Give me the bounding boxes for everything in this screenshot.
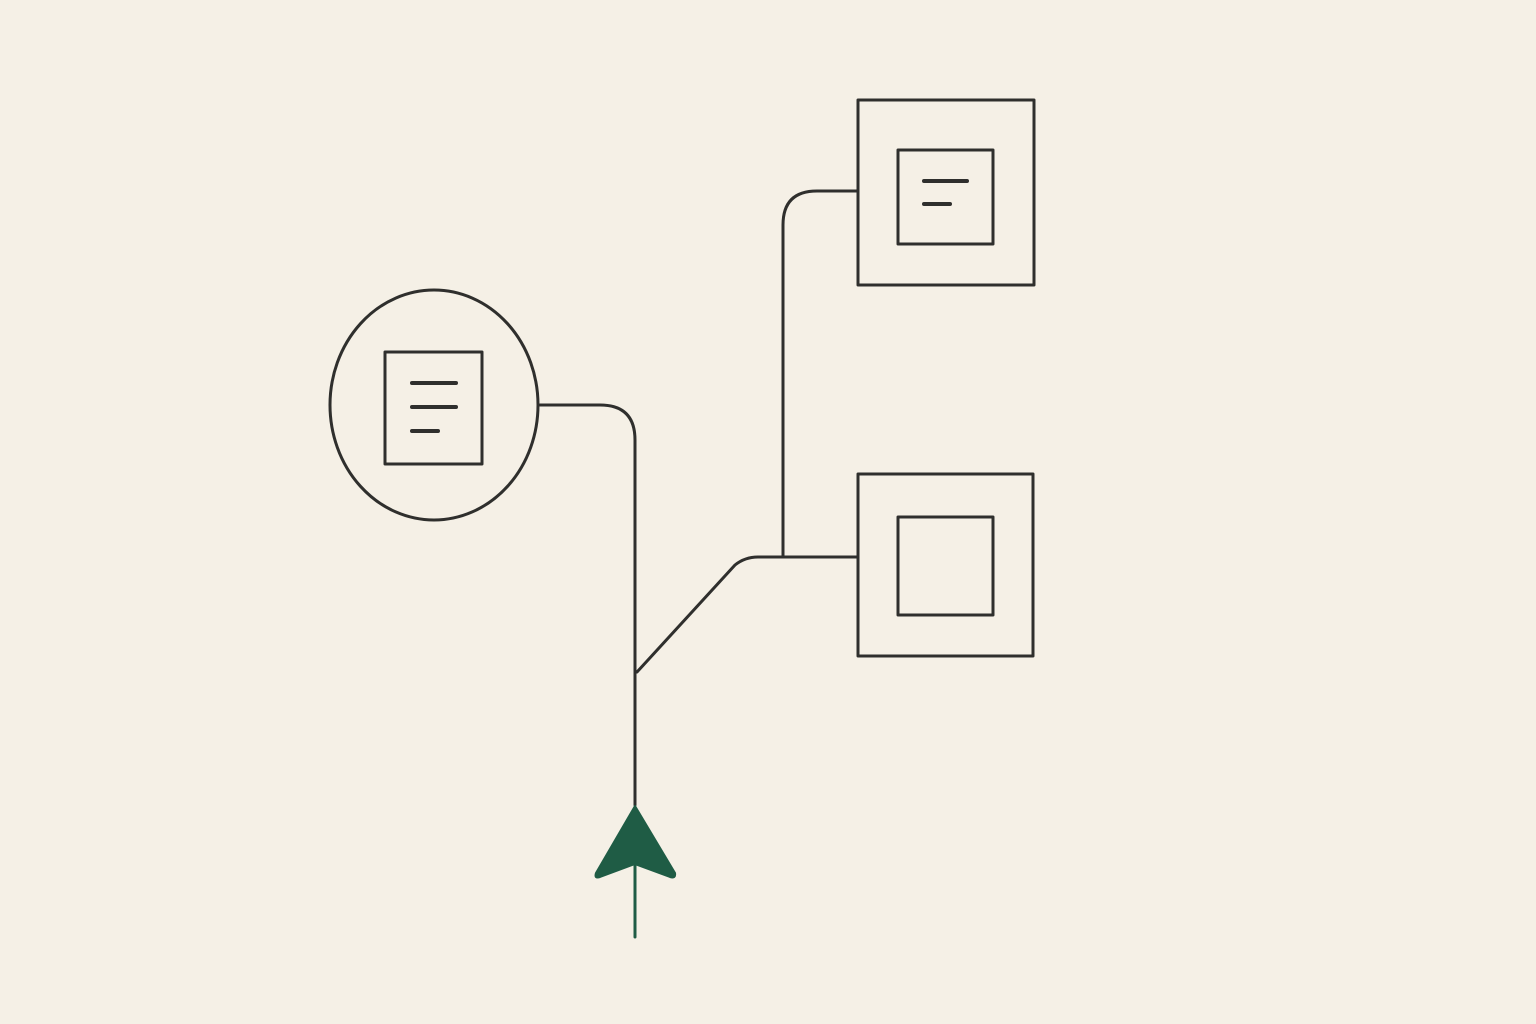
square-node-outline xyxy=(856,98,1036,287)
doc-circle-node[interactable] xyxy=(328,288,540,522)
circle-node-outline xyxy=(328,288,540,522)
connector-branch-to-blank-square xyxy=(635,555,859,674)
doc-square-node[interactable] xyxy=(856,98,1036,287)
connector-blank-to-doc-square xyxy=(781,189,859,559)
document-icon xyxy=(896,148,995,246)
blank-page-icon xyxy=(896,515,995,617)
connectors xyxy=(538,189,859,807)
connector-trunk-to-circle xyxy=(538,403,637,807)
document-icon xyxy=(383,350,484,466)
square-node-outline xyxy=(856,472,1035,658)
arrow-head xyxy=(594,805,677,879)
up-arrow-icon[interactable] xyxy=(594,805,677,939)
blank-square-node[interactable] xyxy=(856,472,1035,658)
